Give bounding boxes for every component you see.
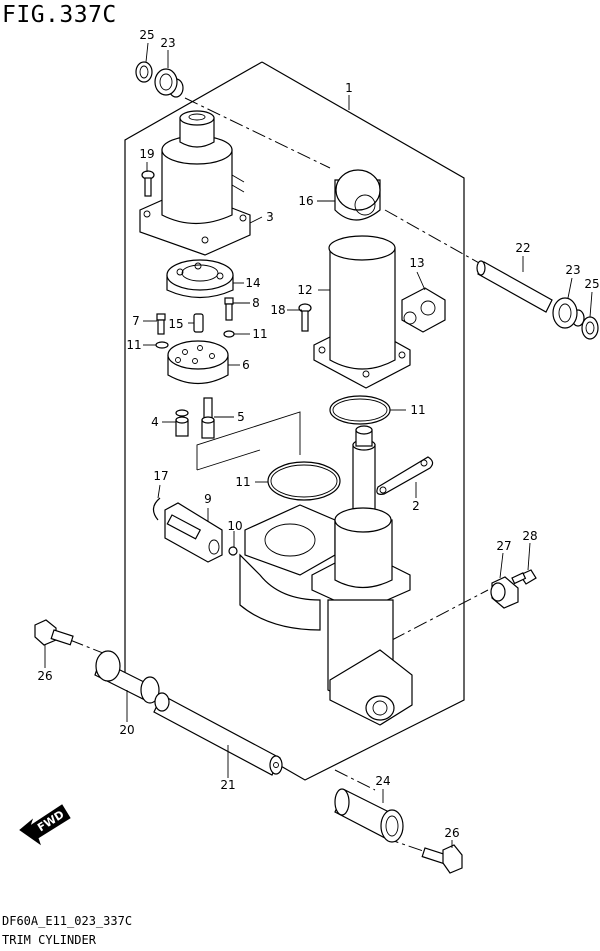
part-25-ring-upper <box>135 61 153 83</box>
callout-14: 14 <box>245 276 260 290</box>
part-26-bolt-lower <box>421 844 463 874</box>
part-6-valve-body <box>167 340 229 384</box>
callout-3: 3 <box>266 210 274 224</box>
callout-23-a: 23 <box>160 36 175 50</box>
part-12-cylinder <box>313 235 411 389</box>
part-7-bolt <box>156 313 166 335</box>
part-14-pump <box>166 259 234 299</box>
callout-4: 4 <box>151 415 159 429</box>
part-11-oring-lower <box>267 461 341 501</box>
part-22-shaft <box>476 260 553 313</box>
fwd-arrow-icon: FWD <box>19 804 71 846</box>
callout-16: 16 <box>298 194 313 208</box>
callout-12: 12 <box>297 283 312 297</box>
callout-26-b: 26 <box>444 826 459 840</box>
part-28-bolt <box>511 569 537 585</box>
callout-7: 7 <box>132 314 140 328</box>
callout-11-d: 11 <box>235 475 250 489</box>
part-21-shaft <box>153 692 283 776</box>
part-17-clip <box>152 497 161 521</box>
callout-28: 28 <box>522 529 537 543</box>
callout-11-a: 11 <box>126 338 141 352</box>
assembly-outline <box>124 61 465 781</box>
callout-9: 9 <box>204 492 212 506</box>
callout-26-a: 26 <box>37 669 52 683</box>
part-16-cap <box>334 169 381 221</box>
part-15-pin <box>193 313 204 333</box>
callout-2: 2 <box>412 499 420 513</box>
valve-bracket <box>196 411 301 471</box>
callout-13: 13 <box>409 256 424 270</box>
callout-24: 24 <box>375 774 390 788</box>
part-23-bushing-upper <box>154 68 184 98</box>
part-19-screw <box>141 170 155 197</box>
callout-22: 22 <box>515 241 530 255</box>
callout-10: 10 <box>227 519 242 533</box>
trim-cylinder-body <box>239 425 413 726</box>
callout-5: 5 <box>237 410 245 424</box>
callout-23-b: 23 <box>565 263 580 277</box>
callout-6: 6 <box>242 358 250 372</box>
callout-11-c: 11 <box>410 403 425 417</box>
figure-title: FIG.337C <box>2 2 117 28</box>
callout-27: 27 <box>496 539 511 553</box>
part-23-bushing-right <box>552 297 585 329</box>
part-25-ring-right <box>581 316 599 340</box>
callout-17: 17 <box>153 469 168 483</box>
part-10-ring <box>228 546 238 556</box>
part-26-bolt-left <box>34 619 74 646</box>
callout-15: 15 <box>168 317 183 331</box>
callout-19: 19 <box>139 147 154 161</box>
part-9-valve <box>164 502 223 563</box>
diagram-code: DF60A_E11_023_337C <box>2 914 133 928</box>
part-4-valve <box>175 409 189 437</box>
part-5-valve <box>201 397 215 439</box>
callout-21: 21 <box>220 778 235 792</box>
callout-25-b: 25 <box>584 277 599 291</box>
callout-labels: 1 2 3 4 5 6 7 8 9 10 11 11 11 11 12 13 1… <box>37 28 599 840</box>
part-8-bolt <box>224 297 234 321</box>
part-18-bolt <box>298 303 312 332</box>
part-11-oring-upper <box>329 395 391 425</box>
alignment-lines <box>69 97 489 856</box>
callout-25-a: 25 <box>139 28 154 42</box>
part-3-trim-motor <box>139 110 251 256</box>
callout-11-b: 11 <box>252 327 267 341</box>
callout-1: 1 <box>345 81 353 95</box>
leader-lines <box>44 42 593 848</box>
part-24-sleeve <box>334 788 404 843</box>
callout-20: 20 <box>119 723 134 737</box>
part-2-anode <box>376 456 434 495</box>
part-13-plug <box>401 287 446 333</box>
callout-18: 18 <box>270 303 285 317</box>
diagram-name: TRIM CYLINDER <box>2 933 96 947</box>
part-27-collar <box>490 576 519 609</box>
part-20-sleeve <box>94 650 160 704</box>
callout-8: 8 <box>252 296 260 310</box>
